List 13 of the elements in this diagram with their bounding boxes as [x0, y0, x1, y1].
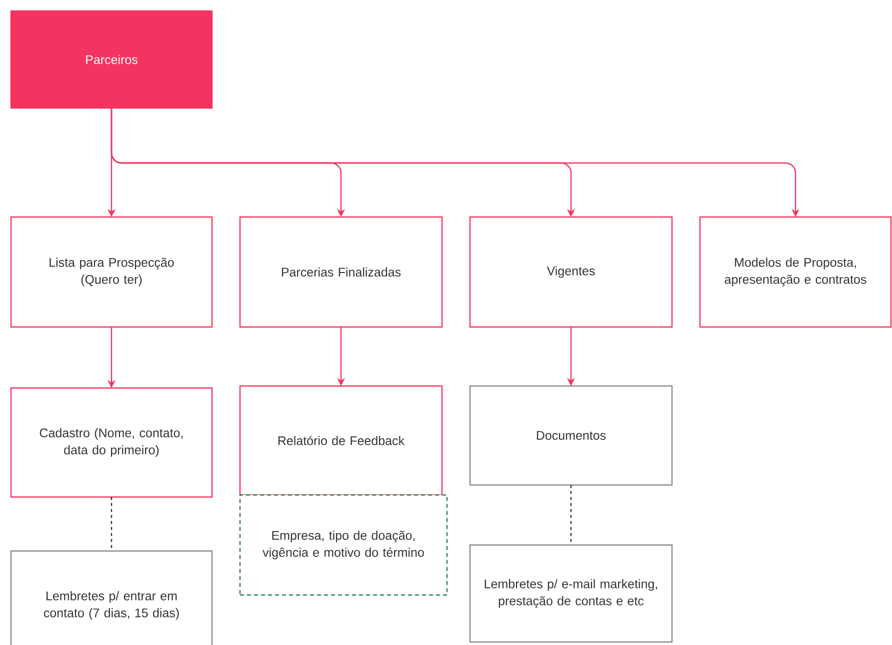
reminder-box: Lembretes p/ e-mail marketing, prestação de contas e etc [469, 544, 673, 643]
process-box: Relatório de Feedback [239, 385, 443, 496]
category-box: Parcerias Finalizadas [239, 216, 443, 328]
note-box: Empresa, tipo de doação, vigência e motivo do término [239, 494, 448, 596]
process-box: Documentos [469, 385, 673, 486]
connector-line [110, 496, 112, 551]
header-box: Parceiros [10, 10, 213, 109]
category-box: Lista para Prospecção (Quero ter) [10, 216, 213, 328]
category-box: Modelos de Proposta, apresentação e contratos [699, 216, 892, 328]
process-box: Cadastro (Nome, contato, data do primeiro) [10, 387, 213, 498]
category-box: Vigentes [469, 216, 673, 328]
connector-line [570, 485, 572, 545]
reminder-box: Lembretes p/ entrar em contato (7 dias, 15 dias) [10, 550, 213, 645]
